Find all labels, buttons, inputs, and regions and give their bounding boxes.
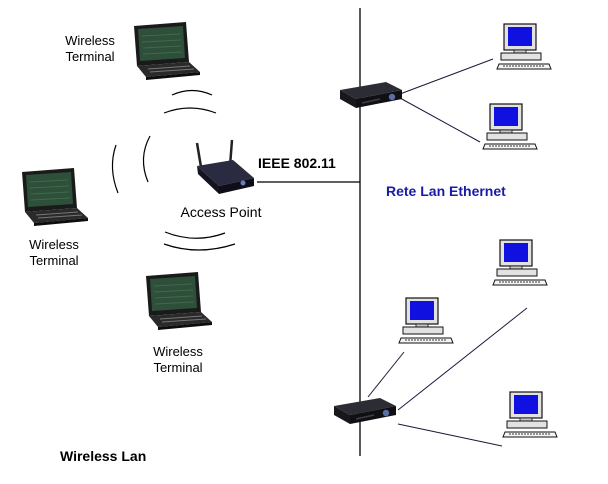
desktop-computer-icon (398, 297, 454, 344)
laptop-icon (133, 21, 201, 81)
access-point-icon (195, 139, 254, 194)
cable-links (367, 58, 528, 447)
desktop-computer-icon (496, 23, 552, 70)
ethernet-backbone (257, 8, 361, 456)
wireless-terminal-label-top: Wireless Terminal (65, 33, 115, 64)
ethernet-network-label: Rete Lan Ethernet (386, 183, 506, 199)
desktop-computer-icon (492, 239, 548, 286)
wireless-wave-icon (111, 89, 236, 251)
wireless-terminal-label-left: Wireless Terminal (29, 237, 79, 268)
laptop-icon (21, 167, 89, 227)
wireless-lan-label: Wireless Lan (60, 448, 147, 464)
wireless-terminal-label-bottom: Wireless Terminal (153, 344, 203, 375)
desktop-computer-icon (482, 103, 538, 150)
laptop-icon (145, 271, 213, 331)
hub-icon (339, 81, 403, 109)
access-point-label: Access Point (180, 204, 262, 220)
desktop-computer-icon (502, 391, 558, 438)
protocol-label: IEEE 802.11 (258, 155, 336, 171)
hub-icon (333, 397, 397, 425)
